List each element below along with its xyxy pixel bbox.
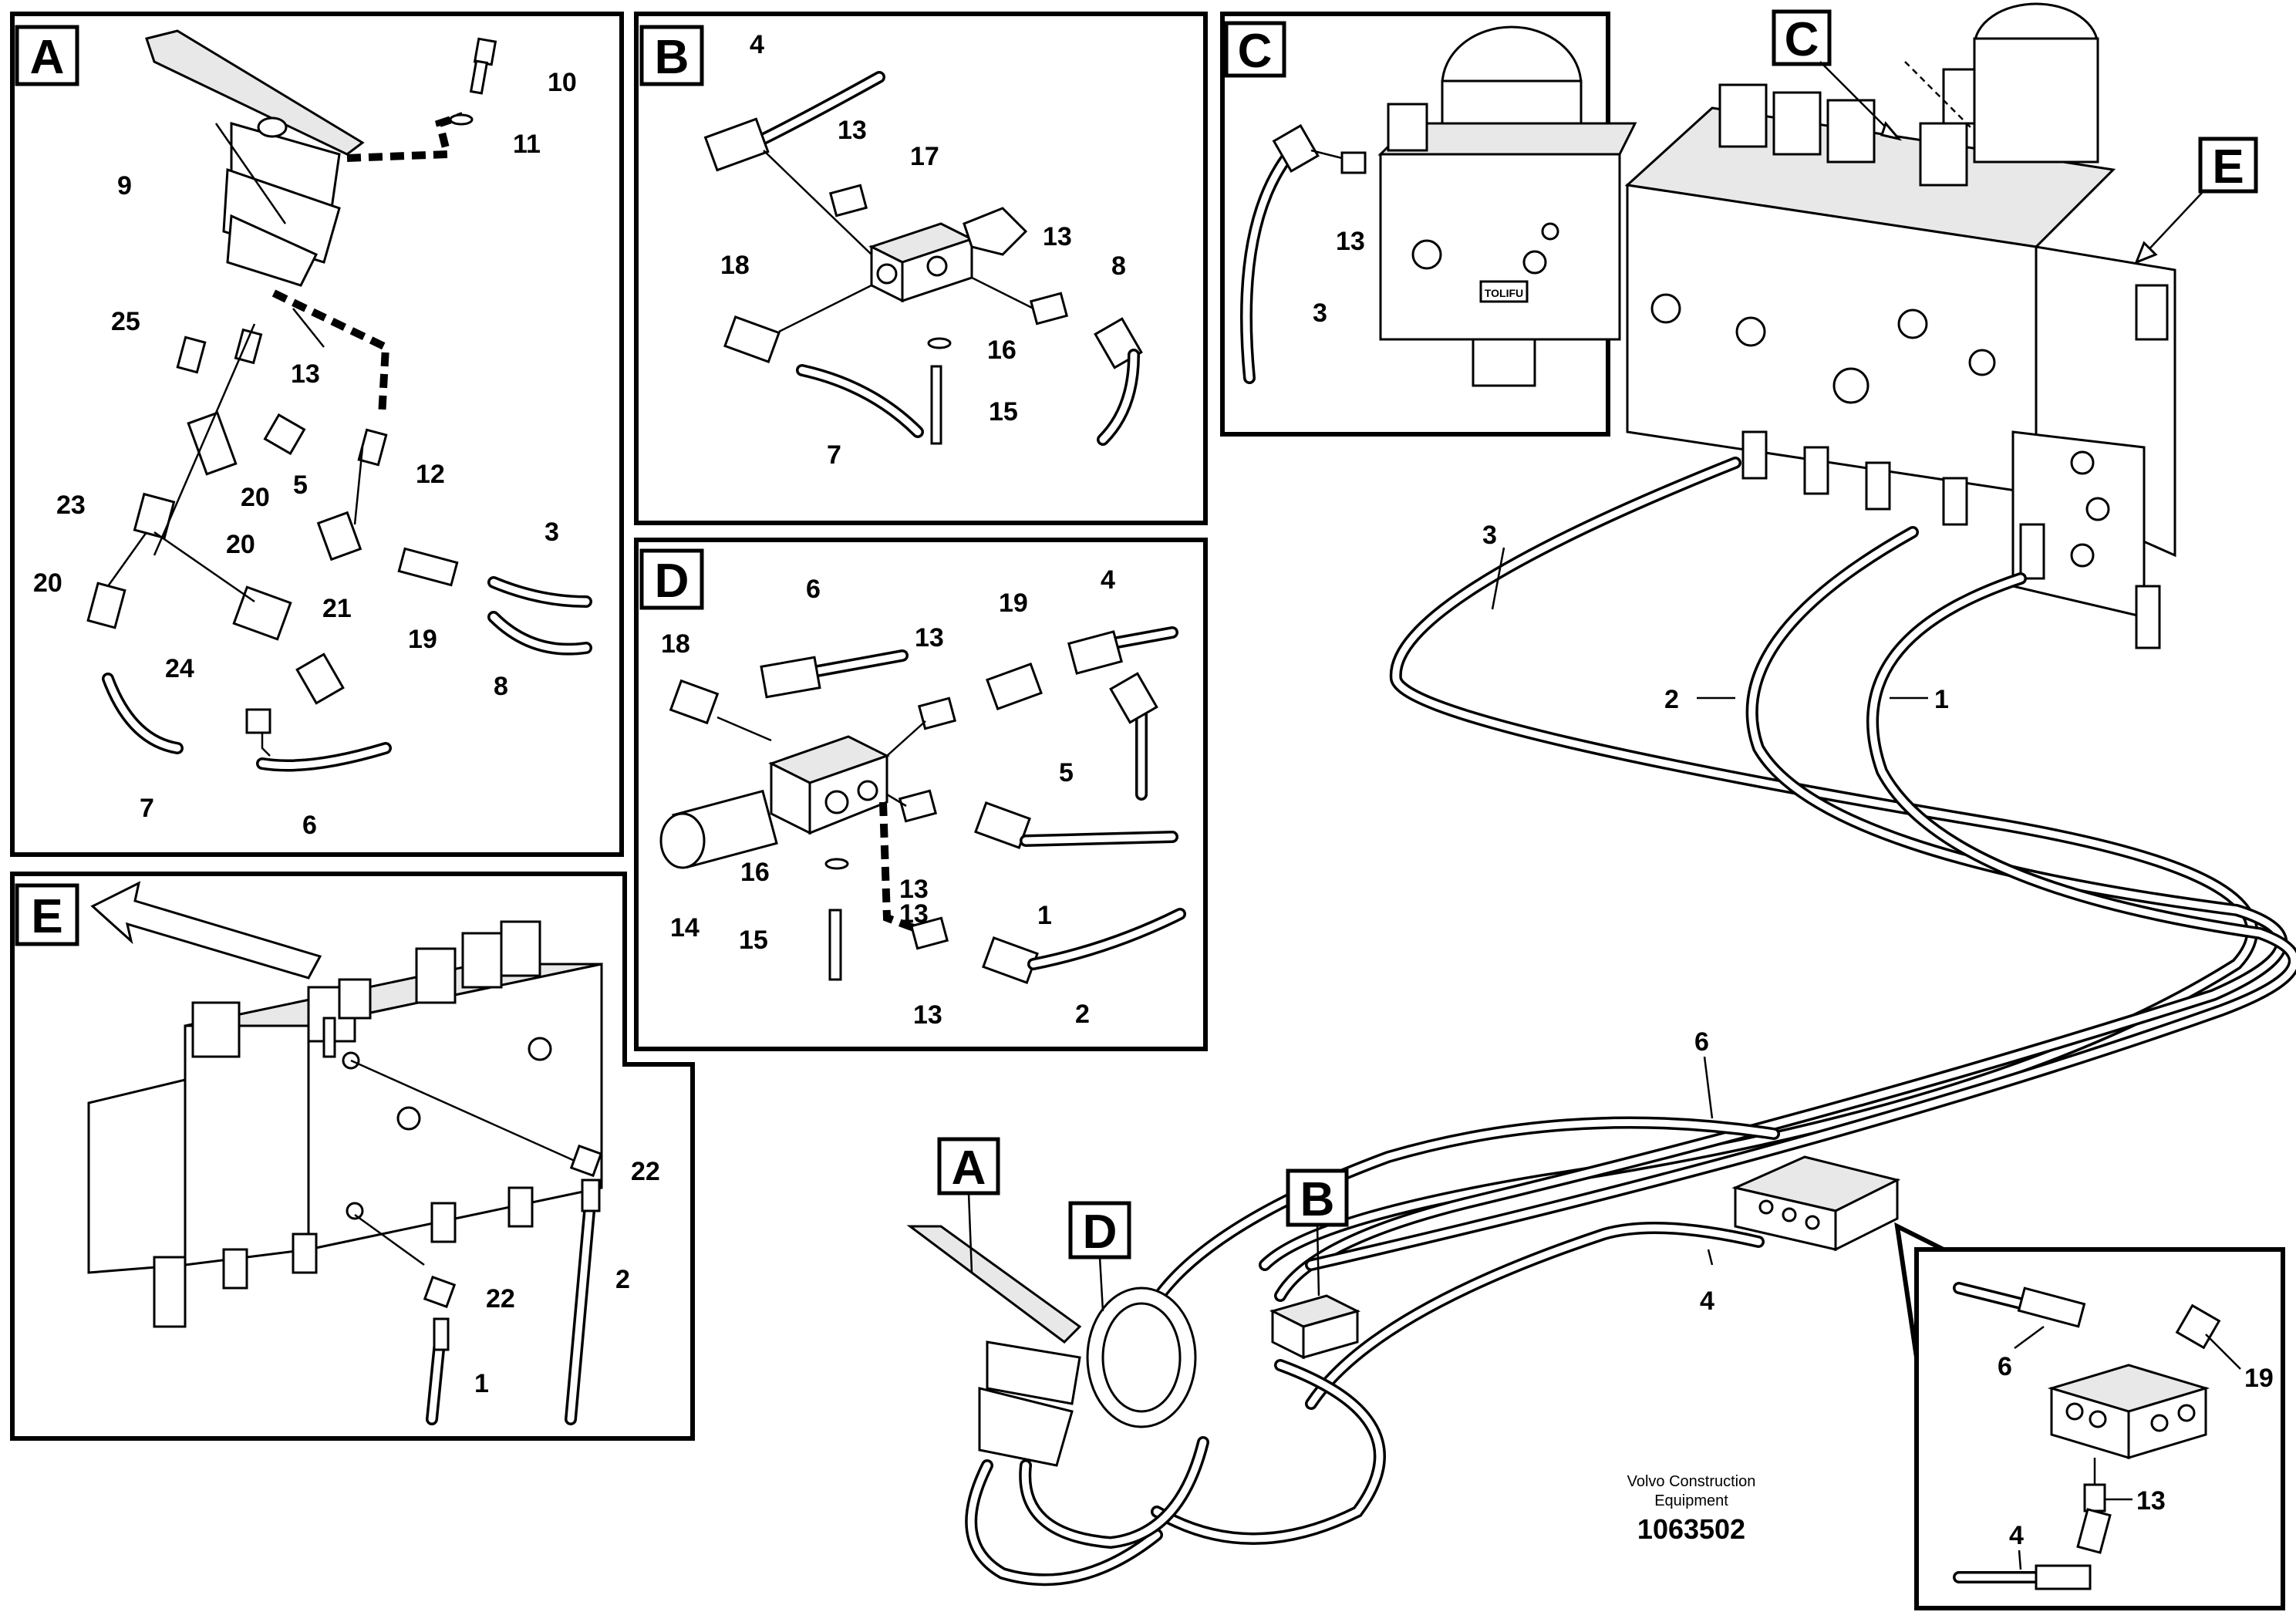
panel-b-label-13: 13: [838, 116, 867, 145]
main-label-6: 6: [1694, 1027, 1709, 1057]
panel-d-label-13c: 13: [899, 899, 929, 929]
panel-b-label-17: 17: [910, 142, 939, 171]
main-tag-c-box: [1772, 9, 1832, 66]
solenoid-14: [659, 789, 778, 869]
panel-a-label-3: 3: [544, 518, 559, 547]
main-tag-c: C: [1785, 13, 1819, 66]
panel-a-label-5: 5: [293, 470, 308, 500]
credit-id: 1063502: [1637, 1513, 1745, 1545]
main-tag-b: B: [1300, 1173, 1335, 1226]
direction-arrow: [90, 881, 322, 980]
inset-label-19: 19: [2244, 1364, 2274, 1393]
panel-d-label-5: 5: [1059, 758, 1074, 787]
panel-a-label-21: 21: [322, 594, 352, 623]
panel-a-label-20: 20: [241, 483, 270, 512]
panel-c-label-13: 13: [1336, 227, 1365, 256]
panel-c-tag: C: [1238, 25, 1273, 78]
panel-a-label-10: 10: [548, 68, 577, 97]
publisher-credit: Volvo Construction Equipment 1063502: [1627, 1473, 1756, 1545]
credit-line-2: Equipment: [1654, 1492, 1728, 1509]
panel-a-label-9: 9: [117, 171, 132, 201]
panel-a: A: [10, 12, 624, 857]
panel-d-label-13d: 13: [913, 1000, 942, 1030]
main-assembly: C E A D B 3 2 1 6 4: [906, 2, 2296, 1587]
panel-a-label-13: 13: [291, 359, 320, 389]
main-tag-e-box: [2198, 137, 2258, 194]
main-label-2: 2: [1664, 685, 1679, 714]
panel-b-tag: B: [655, 31, 689, 84]
panel-d-label-6: 6: [806, 575, 821, 604]
accumulator-block-text: TOLIFU: [1485, 287, 1523, 299]
panel-d-label-19: 19: [999, 588, 1028, 618]
main-tag-a-box: [937, 1137, 1000, 1195]
panel-b-label-8: 8: [1111, 251, 1126, 281]
panel-e: E: [10, 872, 695, 1441]
brake-pedal: [145, 29, 365, 287]
panel-b-label-16: 16: [987, 336, 1017, 365]
panel-a-label-19: 19: [408, 625, 437, 654]
panel-b: B 4 13 17 13 8 18 16 15 7: [634, 12, 1208, 525]
distribution-block: [1731, 1155, 1901, 1252]
panel-a-tag: A: [30, 31, 65, 84]
panel-a-label-12: 12: [416, 460, 445, 489]
panel-a-label-20b: 20: [226, 530, 255, 559]
main-tag-e: E: [2212, 140, 2244, 194]
main-tag-d: D: [1083, 1206, 1118, 1259]
panel-e-label-2: 2: [615, 1265, 630, 1294]
panel-d-label-2: 2: [1075, 1000, 1090, 1029]
panel-b-label-4: 4: [750, 30, 764, 59]
main-tag-b-box: [1286, 1168, 1349, 1227]
accumulator-valve: TOLIFU: [1377, 25, 1637, 387]
inset-label-4: 4: [2009, 1521, 2024, 1550]
panel-a-label-7: 7: [140, 794, 154, 823]
valve-block-d: [768, 735, 890, 835]
panel-d-tag: D: [655, 555, 689, 608]
panel-d-label-16: 16: [740, 858, 770, 887]
panel-e-label-22: 22: [631, 1157, 660, 1186]
valve-block-17: [868, 207, 1028, 303]
bolt-10: [469, 37, 497, 95]
panel-a-label-6: 6: [302, 811, 317, 840]
panel-d: D: [634, 538, 1208, 1051]
main-label-1: 1: [1934, 685, 1949, 714]
panel-d-label-1: 1: [1037, 901, 1052, 930]
panel-b-label-18: 18: [720, 251, 750, 280]
panel-d-label-15: 15: [739, 926, 768, 955]
panel-e-tag: E: [31, 890, 62, 943]
panel-a-label-20c: 20: [33, 568, 62, 598]
detail-inset: 6 19 13 4: [1894, 1222, 2285, 1610]
panel-d-label-4: 4: [1101, 565, 1115, 595]
panel-c: C TOLIFU 13 3: [1220, 12, 1637, 437]
main-label-3: 3: [1482, 521, 1497, 550]
panel-a-label-25: 25: [111, 307, 140, 336]
panel-d-label-18: 18: [661, 629, 690, 659]
panel-a-label-11: 11: [513, 130, 541, 159]
panel-c-label-3: 3: [1313, 298, 1327, 328]
credit-line-1: Volvo Construction: [1627, 1473, 1756, 1490]
panel-d-label-13: 13: [915, 623, 944, 653]
valve-b-main: [1269, 1294, 1361, 1360]
inset-label-13: 13: [2136, 1486, 2166, 1516]
pedal-assembly-main: [906, 1225, 1197, 1467]
panel-a-label-8: 8: [494, 672, 508, 701]
main-tag-d-box: [1068, 1201, 1131, 1259]
panel-a-label-24: 24: [165, 654, 194, 683]
panel-a-label-23: 23: [56, 491, 86, 520]
inset-block: [2047, 1364, 2210, 1460]
main-tag-a: A: [952, 1141, 986, 1195]
main-valve-bank: [1624, 2, 2176, 649]
panel-b-label-7: 7: [827, 440, 841, 470]
panel-b-label-13b: 13: [1043, 222, 1072, 251]
panel-d-label-13b: 13: [899, 875, 929, 904]
main-label-4: 4: [1700, 1286, 1714, 1316]
panel-e-label-22b: 22: [486, 1284, 515, 1313]
panel-d-label-14: 14: [670, 913, 700, 943]
panel-e-label-1: 1: [474, 1369, 489, 1398]
inset-label-6: 6: [1998, 1352, 2012, 1381]
panel-b-label-15: 15: [989, 397, 1018, 427]
